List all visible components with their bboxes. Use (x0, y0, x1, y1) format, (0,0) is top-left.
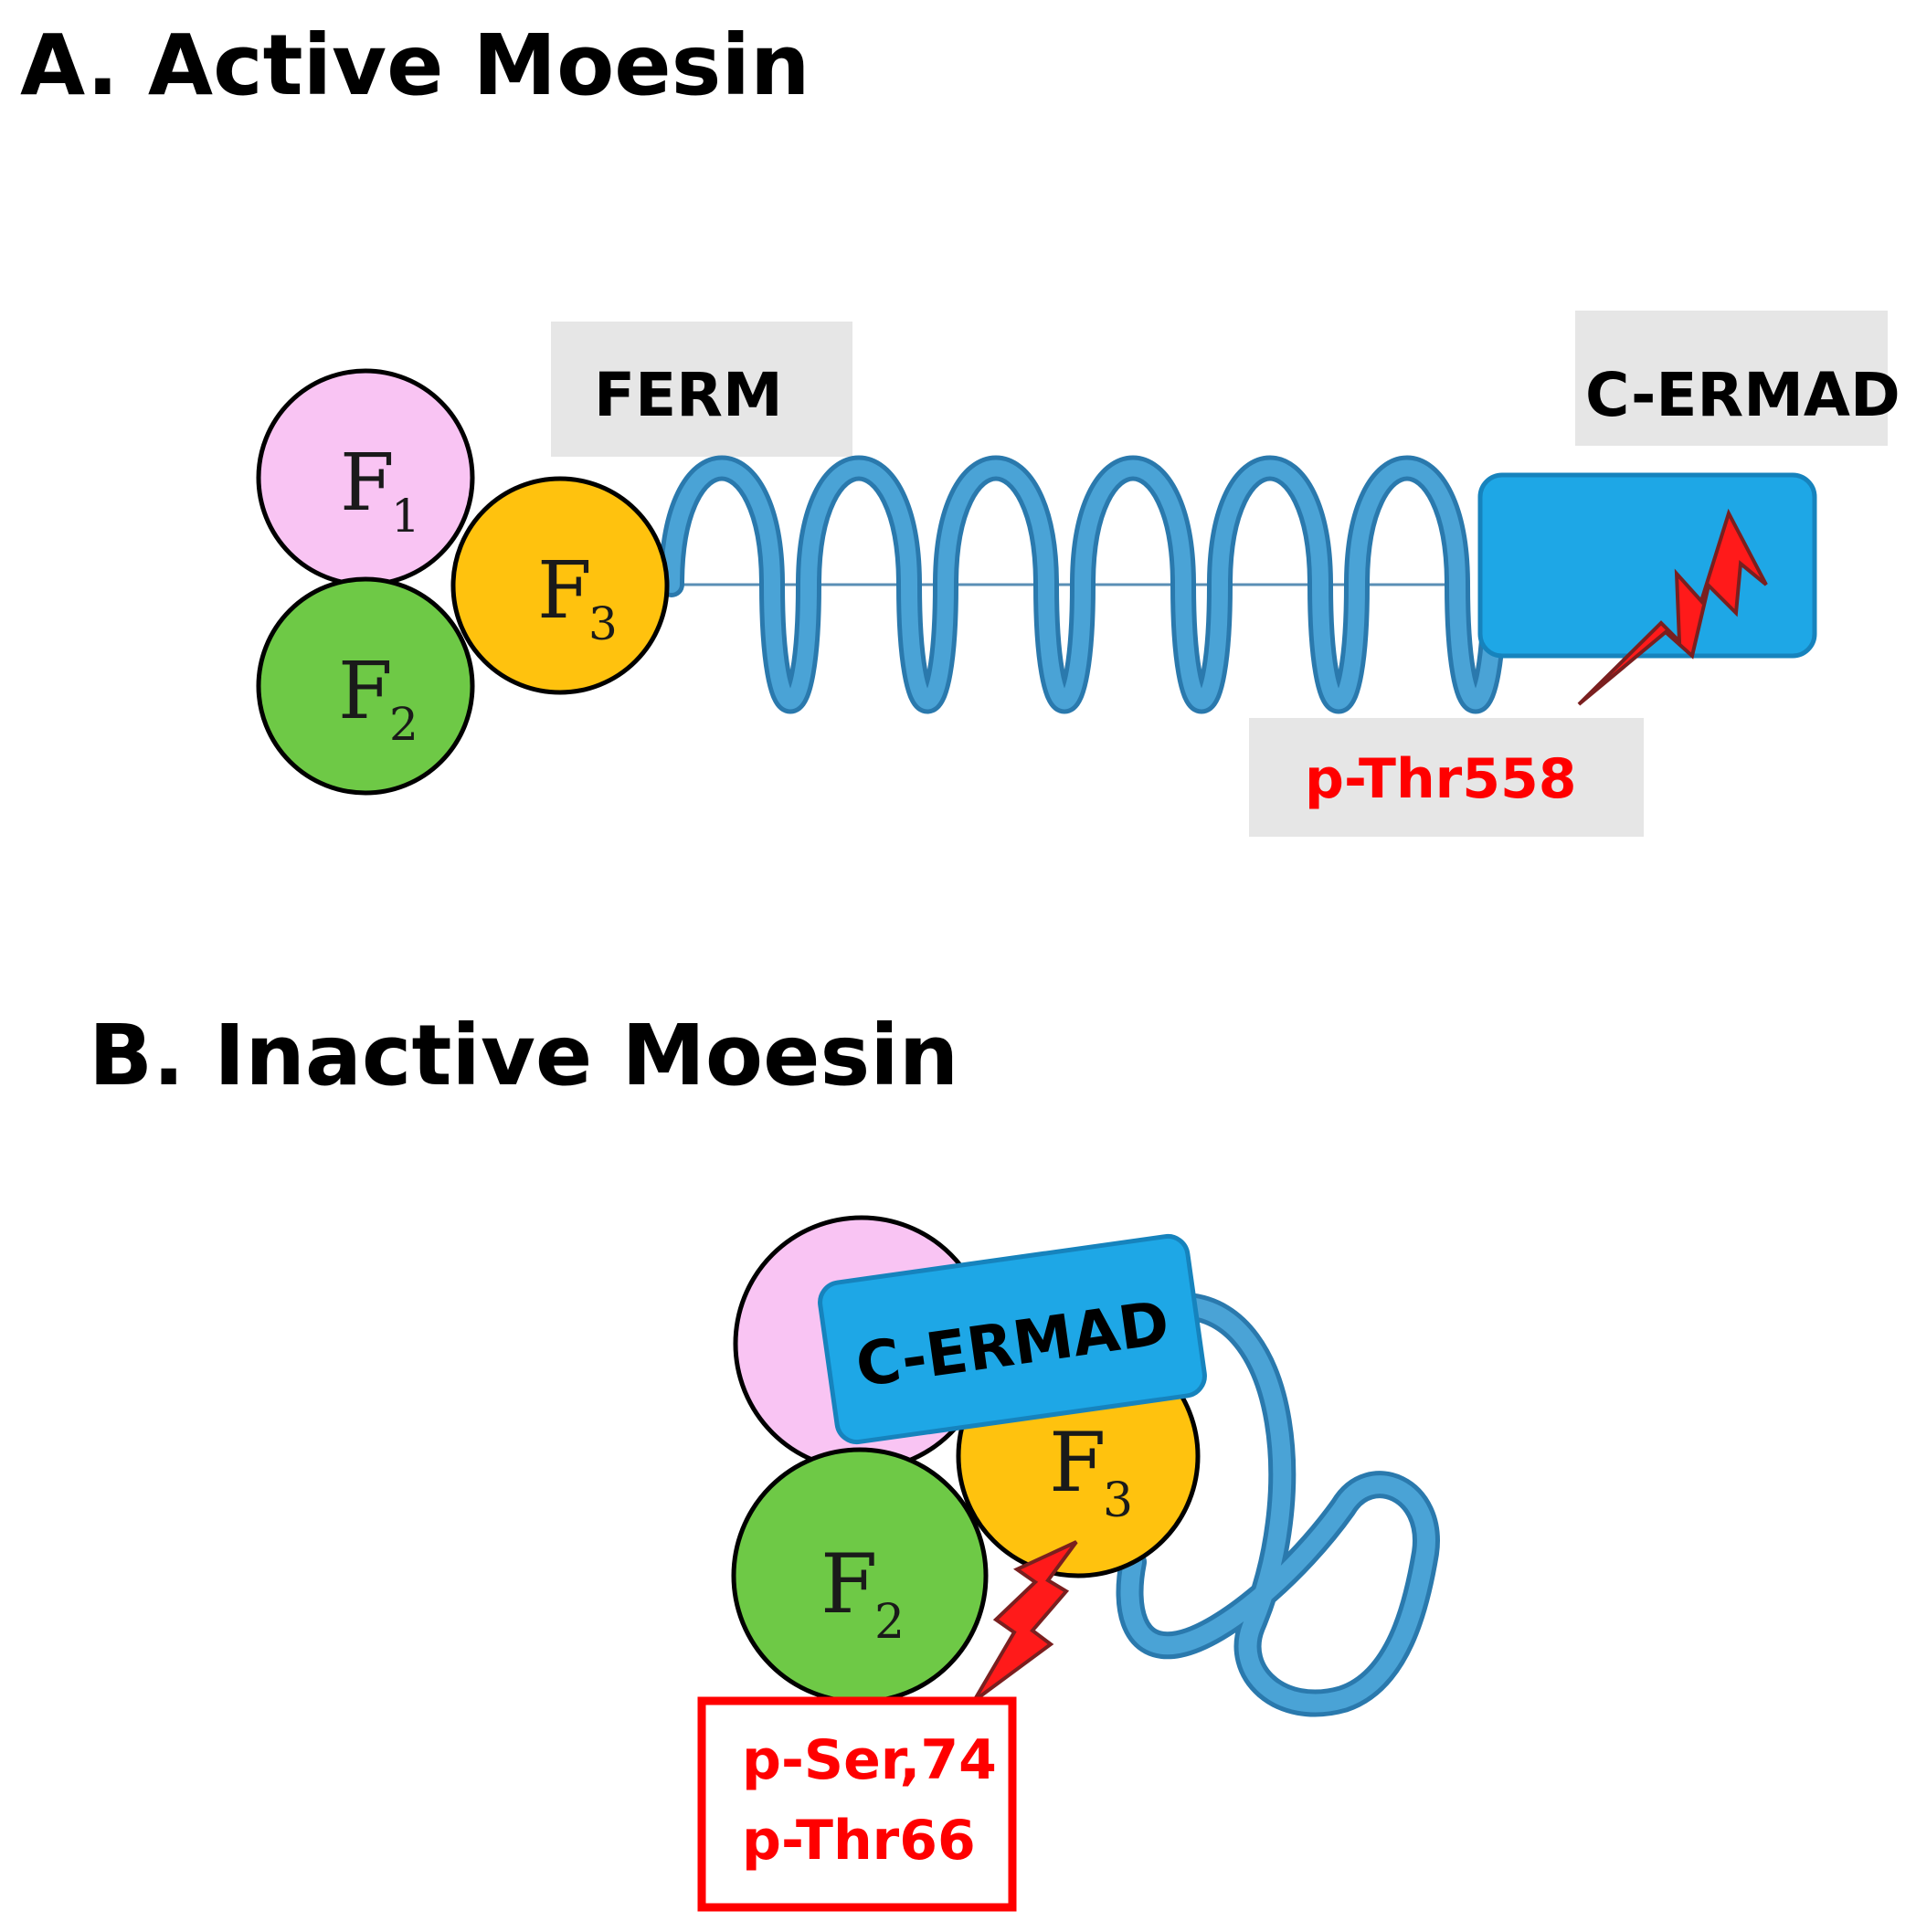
phospho-label-box-a (1249, 718, 1644, 837)
phospho-label-a: p-Thr558 (1305, 747, 1577, 811)
phospho-label-box-b (697, 1696, 1017, 1912)
panel-b-heading: B. Inactive Moesin (89, 1007, 958, 1104)
f3-index-b: 3 (1103, 1473, 1133, 1528)
alpha-helix-linker (659, 455, 1507, 714)
cermad-domain-a (1477, 472, 1817, 659)
phospho-bolt-a (1577, 508, 1768, 706)
f2-letter: F (338, 646, 393, 737)
cermad-domain-b-group: C-ERMAD (818, 1233, 1207, 1445)
f3-index: 3 (588, 597, 618, 650)
f3-letter-b: F (1049, 1415, 1106, 1511)
f1-index: 1 (391, 490, 420, 543)
f3-letter: F (537, 545, 592, 637)
f2-index-b: 2 (874, 1595, 905, 1650)
phospho-bolt-b (972, 1540, 1078, 1703)
cermad-domain-b (818, 1233, 1207, 1445)
phospho-label-b-line2: p-Thr66 (742, 1809, 976, 1873)
linker-loop (1116, 1293, 1440, 1717)
f2-index: 2 (389, 698, 418, 751)
ferm-label-box (551, 322, 852, 457)
cermad-label-a: C-ERMAD (1585, 360, 1900, 430)
f1-letter: F (340, 438, 395, 529)
ferm-label: FERM (594, 360, 783, 430)
cermad-label-box-a (1575, 311, 1888, 446)
f2-subdomain (256, 576, 475, 796)
f3-subdomain (450, 476, 670, 695)
phospho-label-b-line1: p-Ser,74 (742, 1728, 997, 1792)
f2-letter-b: F (820, 1536, 877, 1632)
panel-a-heading: A. Active Moesin (20, 16, 810, 114)
